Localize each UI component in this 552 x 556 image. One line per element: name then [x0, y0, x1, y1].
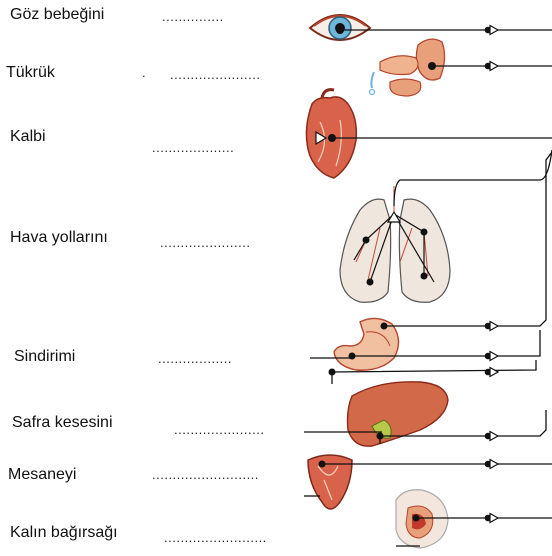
- colon-icon: [396, 490, 448, 548]
- bladder-icon: [308, 455, 352, 509]
- heart-icon: [306, 90, 356, 178]
- lungs-icon: [340, 186, 450, 302]
